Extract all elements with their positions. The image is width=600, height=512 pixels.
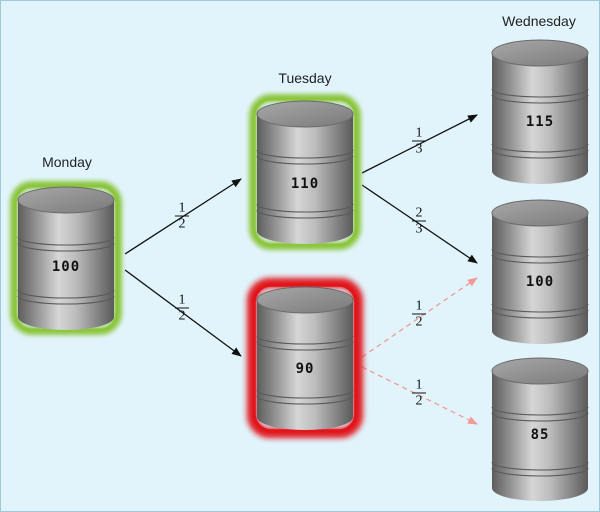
barrel-wednesday-mid <box>491 199 589 344</box>
barrel-value-monday: 100 <box>51 259 81 275</box>
prob-tuesday-up-to-wednesday-mid: 2 3 <box>411 206 427 237</box>
arrow-monday-to-tuesday-down <box>124 269 242 357</box>
barrel-monday <box>10 181 122 335</box>
day-label-tuesday: Tuesday <box>278 70 332 86</box>
prob-numerator: 1 <box>415 125 423 141</box>
barrel-value-wednesday-top: 115 <box>525 114 555 130</box>
barrel-value-wednesday-bot: 85 <box>530 427 550 443</box>
barrel-value-tuesday-up: 110 <box>290 176 320 192</box>
fraction-bar <box>412 140 426 142</box>
prob-numerator: 1 <box>415 377 423 393</box>
arrow-tuesday-down-to-wednesday-bot <box>361 366 478 425</box>
prob-numerator: 1 <box>178 200 186 216</box>
prob-monday-to-tuesday-up: 1 2 <box>174 201 190 232</box>
day-label-wednesday: Wednesday <box>502 13 576 29</box>
barrel-value-wednesday-mid: 100 <box>525 274 555 290</box>
arrows <box>124 114 478 425</box>
day-label-monday: Monday <box>42 154 92 170</box>
fraction-bar <box>412 392 426 394</box>
prob-tuesday-down-to-wednesday-bot: 1 2 <box>411 378 427 409</box>
arrow-tuesday-up-to-wednesday-mid <box>361 184 478 264</box>
prob-tuesday-down-to-wednesday-mid: 1 2 <box>411 299 427 330</box>
prob-numerator: 1 <box>415 298 423 314</box>
prob-tuesday-up-to-wednesday-top: 1 3 <box>411 126 427 157</box>
prob-numerator: 1 <box>178 292 186 308</box>
barrel-wednesday-bot <box>491 357 589 501</box>
fraction-bar <box>175 215 189 217</box>
prob-denominator: 2 <box>415 314 423 330</box>
arrow-tuesday-up-to-wednesday-top <box>361 114 478 174</box>
fraction-bar <box>412 220 426 222</box>
fraction-bar <box>412 313 426 315</box>
barrel-tuesday-down <box>247 278 363 438</box>
prob-denominator: 2 <box>415 393 423 409</box>
barrel-wednesday-top <box>491 39 589 184</box>
barrel-tuesday-up <box>249 94 361 250</box>
fraction-bar <box>175 307 189 309</box>
arrow-monday-to-tuesday-up <box>124 178 242 255</box>
prob-denominator: 2 <box>178 308 186 324</box>
prob-denominator: 3 <box>415 141 423 157</box>
prob-denominator: 2 <box>178 216 186 232</box>
prob-numerator: 2 <box>415 205 423 221</box>
prob-monday-to-tuesday-down: 1 2 <box>174 293 190 324</box>
prob-denominator: 3 <box>415 221 423 237</box>
barrel-value-tuesday-down: 90 <box>295 361 315 377</box>
